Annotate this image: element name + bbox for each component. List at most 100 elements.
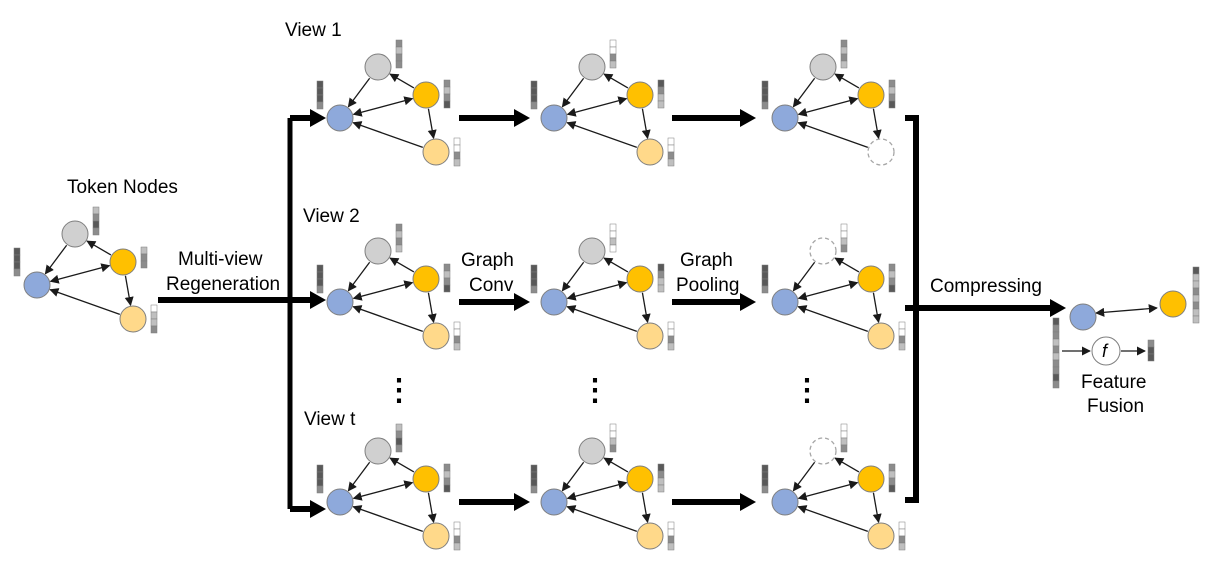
graph-conv-arrow-1	[459, 109, 530, 127]
ellipsis-column-2: ⋮	[580, 374, 610, 407]
blue-node-features	[761, 464, 769, 494]
edge-orange-blue	[352, 480, 414, 501]
edge-gray-blue	[792, 461, 816, 492]
edge-lightorange-blue	[797, 505, 869, 532]
light-orange-node	[636, 138, 664, 166]
blue-node	[540, 488, 568, 516]
light-orange-node	[636, 322, 664, 350]
edge-gray-blue	[561, 261, 585, 292]
light-orange-node-features	[898, 521, 906, 551]
gray-node-features	[840, 39, 848, 69]
orange-node-features	[888, 79, 896, 109]
light-orange-node-features	[453, 321, 461, 351]
gray-node	[809, 237, 837, 265]
light-orange-node	[867, 522, 895, 550]
edge-orange-gray	[389, 73, 415, 89]
view-2-conv-graph	[530, 223, 675, 351]
orange-node	[412, 81, 440, 109]
feature-fusion-label-line2: Fusion	[1087, 396, 1144, 417]
fused-blue-node	[1069, 303, 1097, 331]
edge-orange-blue	[797, 96, 859, 117]
edge-lightorange-blue	[352, 505, 424, 532]
blue-node	[771, 488, 799, 516]
graph-pooling-arrow-3	[672, 493, 756, 511]
gray-node	[809, 437, 837, 465]
compressing-label: Compressing	[930, 276, 1042, 297]
light-orange-node-features	[453, 137, 461, 167]
edge-orange-gray	[603, 73, 629, 89]
edge-orange-gray	[834, 73, 860, 89]
orange-node-features	[888, 263, 896, 293]
graph-conv-arrow-3	[459, 493, 530, 511]
gray-node-features	[609, 39, 617, 69]
view-2-regenerated-graph	[316, 223, 461, 351]
gray-node-features	[395, 423, 403, 453]
edge-gray-blue	[561, 77, 585, 108]
light-orange-node	[422, 322, 450, 350]
orange-node-features	[443, 463, 451, 493]
edge-orange-gray	[389, 457, 415, 473]
orange-node	[412, 465, 440, 493]
branch-arrow-view-1	[290, 109, 326, 127]
gray-node	[61, 220, 89, 248]
edge-gray-blue	[347, 77, 371, 108]
edge-orange-blue	[566, 96, 628, 117]
edge-gray-blue	[561, 461, 585, 492]
edge-orange-gray	[834, 457, 860, 473]
edge-orange-lightorange	[641, 492, 651, 524]
token-graph	[13, 206, 158, 334]
graph-pooling-label-line1: Graph	[680, 250, 733, 271]
blue-node	[326, 288, 354, 316]
gray-node	[578, 53, 606, 81]
blue-node	[540, 104, 568, 132]
feature-fusion-label-line1: Feature	[1081, 372, 1146, 393]
token-nodes-label: Token Nodes	[67, 177, 178, 198]
orange-node	[109, 248, 137, 276]
orange-node-features	[443, 263, 451, 293]
edge-orange-lightorange	[872, 492, 882, 524]
gray-node	[578, 237, 606, 265]
orange-node-features	[140, 246, 148, 269]
light-orange-node-features	[453, 521, 461, 551]
edge-orange-lightorange	[872, 108, 882, 140]
blue-node-features	[530, 464, 538, 494]
view-t-regenerated-graph	[316, 423, 461, 551]
edge-orange-blue	[352, 280, 414, 301]
orange-node	[857, 265, 885, 293]
gray-node-features	[840, 223, 848, 253]
gray-node-features	[840, 423, 848, 453]
orange-node-features	[657, 79, 665, 109]
view-2-pooled-graph	[761, 223, 906, 351]
edge-gray-blue	[44, 244, 68, 275]
edge-orange-gray	[86, 240, 112, 256]
graph-pooling-arrow-1	[672, 109, 756, 127]
view-t-pooled-graph	[761, 423, 906, 551]
orange-node-features	[888, 463, 896, 493]
compressing-arrow	[916, 299, 1066, 317]
gray-node-features	[395, 39, 403, 69]
blue-node-features	[530, 264, 538, 294]
edge-orange-lightorange	[427, 492, 437, 524]
ellipsis-column-3: ⋮	[792, 374, 822, 407]
gray-node-features	[395, 223, 403, 253]
light-orange-node-features	[667, 137, 675, 167]
feature-fusion-block: f	[1052, 266, 1200, 389]
orange-node-features	[657, 463, 665, 493]
edge-orange-gray	[603, 257, 629, 273]
blue-node-features	[13, 247, 21, 277]
edge-orange-blue	[566, 280, 628, 301]
edge-orange-blue	[566, 480, 628, 501]
edge-orange-blue	[49, 263, 111, 284]
graph-pooling-arrow-2	[672, 293, 756, 311]
edge-lightorange-blue	[566, 305, 638, 332]
orange-node	[626, 265, 654, 293]
light-orange-node-features	[667, 521, 675, 551]
graph-instances	[13, 39, 906, 551]
edge-orange-lightorange	[641, 292, 651, 324]
light-orange-node	[636, 522, 664, 550]
fused-orange-features	[1192, 266, 1200, 324]
edge-orange-lightorange	[427, 292, 437, 324]
light-orange-node	[422, 138, 450, 166]
graph-pooling-label-line2: Pooling	[676, 275, 739, 296]
